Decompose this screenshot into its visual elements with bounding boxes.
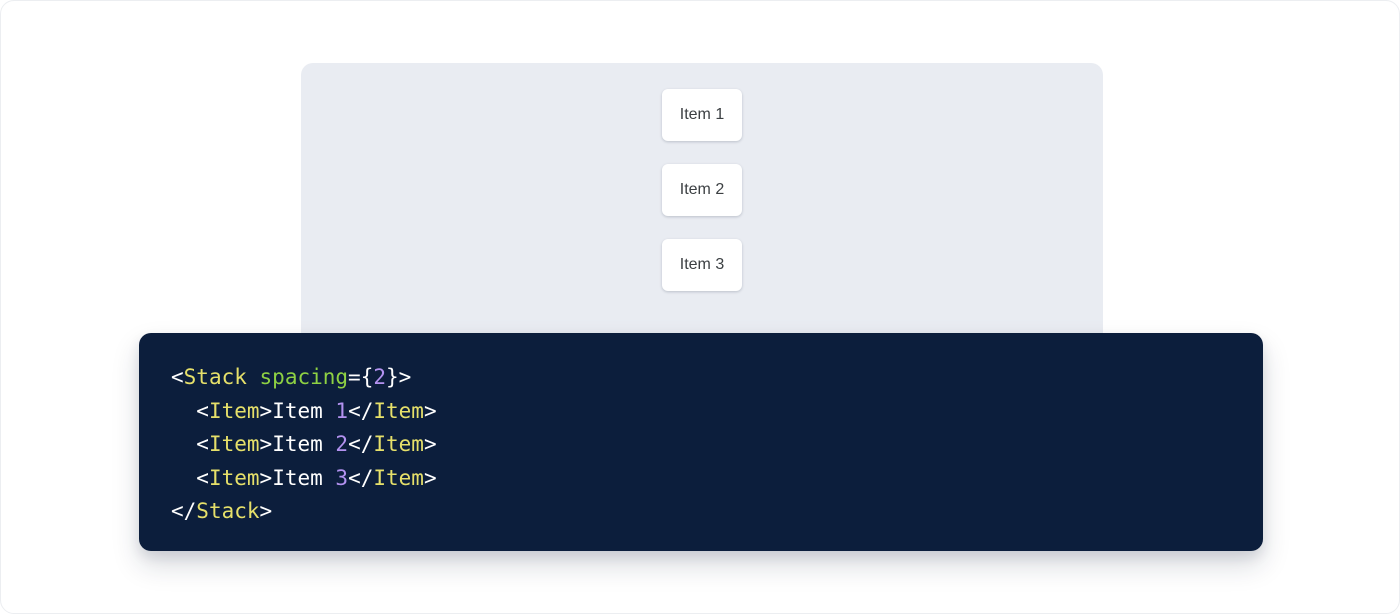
code-token-punct: </ [348,465,374,490]
code-token-num: 1 [335,398,349,423]
code-token-num: 2 [335,432,349,456]
stack-container: Item 1 Item 2 Item 3 [662,89,742,291]
stack-item[interactable]: Item 3 [662,239,742,291]
code-token-text: Item [272,432,336,456]
stack-item-label: Item 3 [679,256,725,273]
stack-item-label: Item 1 [679,106,725,123]
code-token-punct: }> [386,365,412,389]
stack-item-label: Item 2 [679,181,725,198]
code-token-attr: spacing [259,365,349,389]
code-token-punct: > [423,465,437,490]
code-line: </Stack> [171,499,272,523]
code-token-text [247,365,260,389]
code-token-tag: Item [373,432,424,456]
code-token-text: Item [272,465,336,490]
code-token-tag: Stack [183,365,247,389]
code-token-punct: > [259,398,273,423]
code-line: <Stack spacing={2}> [171,365,411,389]
code-token-tag: Stack [196,499,260,523]
code-token-tag: Item [208,432,260,456]
code-token-punct: ={ [348,365,374,389]
code-token-punct: </ [171,499,197,523]
code-token-text: Item [272,398,336,423]
code-token-punct: < [196,465,209,490]
code-token-punct: < [196,432,209,456]
code-token-tag: Item [373,398,424,423]
code-token-tag: Item [208,398,260,423]
code-token-punct: > [259,465,273,490]
stack-item[interactable]: Item 2 [662,164,742,216]
code-token-punct: </ [348,398,374,423]
code-token-num: 3 [335,465,349,490]
code-snippet-text: <Stack spacing={2}> <Item>Item 1</Item> … [171,361,1263,529]
code-token-punct: > [423,398,437,423]
code-token-punct: < [171,365,184,389]
component-preview-panel: Item 1 Item 2 Item 3 [301,63,1103,363]
code-token-punct: > [423,432,437,456]
code-token-punct: </ [348,432,374,456]
code-token-punct: > [259,499,273,523]
code-token-tag: Item [208,465,260,490]
code-line: <Item>Item 3</Item> [171,465,437,490]
code-token-punct: > [259,432,273,456]
code-token-punct: < [196,398,209,423]
code-line: <Item>Item 2</Item> [171,432,437,456]
code-token-tag: Item [373,465,424,490]
code-snippet-panel[interactable]: <Stack spacing={2}> <Item>Item 1</Item> … [139,333,1263,551]
code-token-num: 2 [373,365,386,389]
stack-item[interactable]: Item 1 [662,89,742,141]
code-line: <Item>Item 1</Item> [171,398,437,423]
